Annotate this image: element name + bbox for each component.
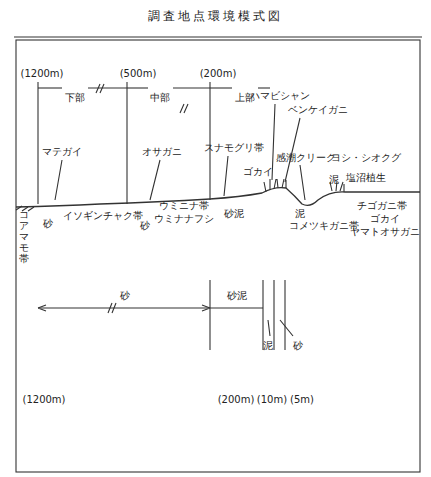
annotation-label: 塩沼植生 — [346, 172, 386, 184]
annotation-label: (1200m) — [23, 394, 66, 406]
annotation-label: 中部 — [150, 92, 170, 104]
annotation-label: コアマモ帯 — [19, 209, 29, 264]
annotation-label: 砂 — [293, 340, 303, 352]
annotation-label: 下部 — [65, 92, 85, 104]
break-mark — [108, 303, 116, 313]
zone-bar — [88, 87, 127, 88]
title-rule — [14, 36, 422, 37]
annotation-label: (200m) — [200, 68, 237, 80]
annotation-label: 感潮クリーク — [276, 152, 336, 164]
annotation-label: 泥 — [329, 174, 339, 186]
annotation-label: 砂 — [140, 220, 150, 232]
annotation-label: 泥 — [263, 340, 273, 352]
annotation-label: (200m) — [218, 394, 255, 406]
annotation-label: ゴカイ — [370, 213, 400, 225]
annotation-label: (1200m) — [21, 68, 64, 80]
zone-bar — [173, 87, 210, 88]
arrowhead — [38, 305, 210, 311]
annotation-label: ウミニナ帯 — [159, 200, 209, 212]
annotation-label: チゴガニ帯 — [357, 200, 407, 212]
annotation-label: 砂 — [120, 290, 130, 302]
dimension-line — [209, 280, 210, 350]
annotation-label: ヨシ・シオクグ — [331, 152, 401, 164]
annotation-label: コメツキガニ帯 — [289, 220, 359, 232]
annotation-label: オサガニ — [142, 146, 182, 158]
leader-line — [55, 104, 305, 200]
annotation-label: (5m) — [290, 394, 314, 406]
annotation-label: ウミナナフシ — [154, 213, 214, 225]
dimension-line — [273, 280, 274, 350]
annotation-label: (500m) — [120, 68, 157, 80]
zone-bar — [127, 87, 148, 88]
annotation-label: ハマビシャン — [250, 90, 310, 102]
annotation-label: 砂泥 — [224, 208, 244, 220]
dimension-line — [210, 307, 263, 308]
annotation-label: ゴカイ — [243, 166, 273, 178]
annotation-label: イソギンチャク帯 — [63, 210, 143, 222]
zone-line — [209, 82, 210, 200]
zone-bar — [210, 87, 232, 88]
zone-bar — [38, 87, 62, 88]
annotation-label: 泥 — [295, 208, 305, 220]
annotation-label: 砂 — [43, 218, 53, 230]
zone-line — [37, 82, 38, 204]
dimension-line — [262, 280, 263, 350]
leader-line — [268, 320, 293, 336]
dimension-line — [38, 307, 210, 308]
zone-bar — [258, 87, 270, 88]
frame — [16, 40, 420, 472]
break-mark — [180, 104, 188, 113]
annotation-label: ベンケイガニ — [288, 104, 348, 116]
diagram-title: 調査地点環境模式図 — [0, 8, 431, 25]
annotation-label: (10m) — [257, 394, 287, 406]
break-mark — [96, 84, 104, 93]
zone-line — [126, 82, 127, 204]
annotation-label: ヤマトオサガニ — [350, 226, 420, 238]
dimension-line — [284, 280, 285, 350]
annotation-label: スナモグリ帯 — [204, 142, 264, 154]
annotation-label: 砂泥 — [227, 290, 247, 302]
annotation-label: マテガイ — [42, 146, 82, 158]
